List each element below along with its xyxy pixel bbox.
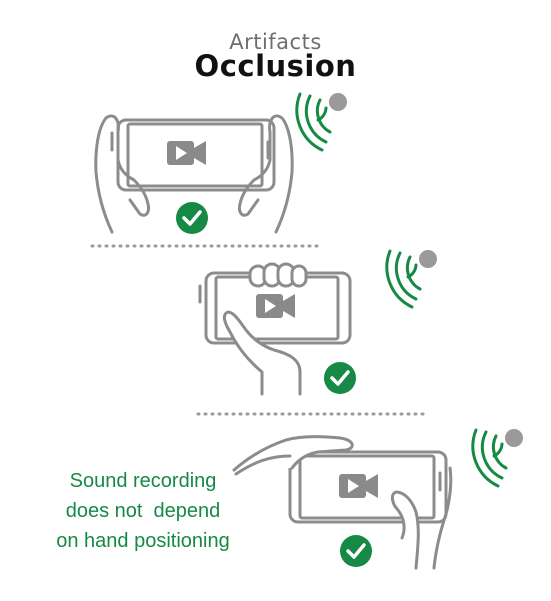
- sound-wave-icon: [295, 92, 347, 152]
- scene-hands-on-sides: [232, 428, 523, 570]
- scene-fingers-on-top: [198, 249, 437, 396]
- caption-line: Sound recording: [69, 470, 217, 492]
- diagram-title: Occlusion: [194, 49, 357, 83]
- left-hand: [94, 114, 150, 234]
- video-camera-icon: [339, 474, 378, 498]
- right-hand: [238, 114, 294, 234]
- check-icon: [340, 535, 372, 567]
- right-hand: [390, 466, 453, 570]
- diagram-subtitle: Artifacts: [229, 30, 322, 54]
- video-camera-icon: [167, 141, 206, 165]
- caption-line: on hand positioning: [56, 530, 230, 552]
- check-icon: [176, 202, 208, 234]
- left-hand: [232, 435, 354, 476]
- caption-line: does not depend: [65, 500, 221, 522]
- sound-wave-icon: [471, 428, 523, 488]
- hand-from-below: [222, 310, 302, 396]
- fingers: [248, 262, 308, 288]
- phone: [288, 450, 448, 524]
- check-icon: [324, 362, 356, 394]
- caption: Sound recording does not depend on hand …: [38, 466, 248, 556]
- sound-wave-icon: [385, 249, 437, 309]
- video-camera-icon: [256, 294, 295, 318]
- scene-two-hands: [94, 92, 347, 234]
